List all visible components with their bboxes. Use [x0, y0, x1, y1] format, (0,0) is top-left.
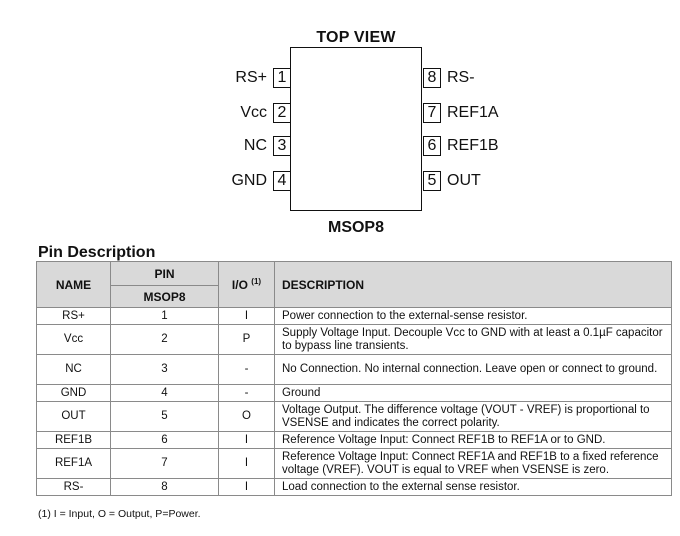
pin-name: REF1A	[447, 104, 499, 121]
cell-io: P	[218, 324, 275, 355]
cell-pin: 4	[110, 384, 219, 402]
pin-name: Vcc	[240, 104, 267, 121]
cell-description: Power connection to the external-sense r…	[274, 307, 672, 325]
cell-io: I	[218, 478, 275, 496]
diagram-top-view-label: TOP VIEW	[316, 29, 396, 46]
cell-name: GND	[36, 384, 111, 402]
cell-description: Ground	[274, 384, 672, 402]
cell-io: I	[218, 431, 275, 449]
table-row: Vcc 2 P Supply Voltage Input. Decouple V…	[36, 324, 672, 355]
left-pin-2: Vcc 2	[240, 102, 291, 124]
pin-name: GND	[231, 172, 267, 189]
cell-name: RS-	[36, 478, 111, 496]
cell-description: Load connection to the external sense re…	[274, 478, 672, 496]
table-row: OUT 5 O Voltage Output. The difference v…	[36, 401, 672, 432]
cell-pin: 7	[110, 448, 219, 479]
cell-description: No Connection. No internal connection. L…	[274, 354, 672, 385]
pin-number: 3	[273, 136, 291, 156]
header-name: NAME	[36, 261, 111, 308]
header-pin-package: MSOP8	[110, 285, 219, 308]
right-pin-8: 8 RS-	[423, 67, 475, 89]
pin-number: 2	[273, 103, 291, 123]
cell-name: REF1B	[36, 431, 111, 449]
table-row: NC 3 - No Connection. No internal connec…	[36, 354, 672, 385]
cell-name: RS+	[36, 307, 111, 325]
cell-name: OUT	[36, 401, 111, 432]
pin-number: 6	[423, 136, 441, 156]
pin-name: REF1B	[447, 137, 499, 154]
right-pin-6: 6 REF1B	[423, 135, 499, 157]
cell-description: Supply Voltage Input. Decouple Vcc to GN…	[274, 324, 672, 355]
cell-name: Vcc	[36, 324, 111, 355]
pin-number: 7	[423, 103, 441, 123]
table-row: REF1A 7 I Reference Voltage Input: Conne…	[36, 448, 672, 479]
cell-pin: 6	[110, 431, 219, 449]
table-row: RS+ 1 I Power connection to the external…	[36, 307, 672, 325]
package-body	[290, 47, 422, 211]
header-description: DESCRIPTION	[274, 261, 672, 308]
pin-number: 5	[423, 171, 441, 191]
pin-number: 1	[273, 68, 291, 88]
header-io-label: I/O	[231, 278, 248, 292]
cell-io: I	[218, 307, 275, 325]
table-row: RS- 8 I Load connection to the external …	[36, 478, 672, 496]
cell-io: O	[218, 401, 275, 432]
cell-name: NC	[36, 354, 111, 385]
cell-pin: 1	[110, 307, 219, 325]
pin-description-table: NAME PIN I/O (1) DESCRIPTION MSOP8 RS+ 1…	[36, 261, 672, 496]
cell-io: I	[218, 448, 275, 479]
left-pin-4: GND 4	[231, 170, 291, 192]
cell-description: Voltage Output. The difference voltage (…	[274, 401, 672, 432]
cell-io: -	[218, 384, 275, 402]
cell-io: -	[218, 354, 275, 385]
cell-pin: 2	[110, 324, 219, 355]
cell-pin: 3	[110, 354, 219, 385]
header-io: I/O (1)	[218, 261, 275, 308]
footnote: (1) I = Input, O = Output, P=Power.	[38, 508, 201, 520]
pin-name: RS+	[235, 69, 267, 86]
left-pin-1: RS+ 1	[235, 67, 291, 89]
cell-description: Reference Voltage Input: Connect REF1A a…	[274, 448, 672, 479]
package-name-label: MSOP8	[327, 219, 384, 236]
cell-pin: 5	[110, 401, 219, 432]
cell-pin: 8	[110, 478, 219, 496]
cell-description: Reference Voltage Input: Connect REF1B t…	[274, 431, 672, 449]
pin-number: 8	[423, 68, 441, 88]
pin-number: 4	[273, 171, 291, 191]
header-pin: PIN	[110, 261, 219, 286]
table-row: REF1B 6 I Reference Voltage Input: Conne…	[36, 431, 672, 449]
pin-name: NC	[243, 137, 267, 154]
right-pin-5: 5 OUT	[423, 170, 481, 192]
header-io-note: (1)	[251, 277, 262, 286]
cell-name: REF1A	[36, 448, 111, 479]
table-row: GND 4 - Ground	[36, 384, 672, 402]
section-title: Pin Description	[38, 244, 156, 261]
right-pin-7: 7 REF1A	[423, 102, 499, 124]
pin-name: RS-	[447, 69, 475, 86]
left-pin-3: NC 3	[244, 135, 291, 157]
pin-name: OUT	[447, 172, 481, 189]
